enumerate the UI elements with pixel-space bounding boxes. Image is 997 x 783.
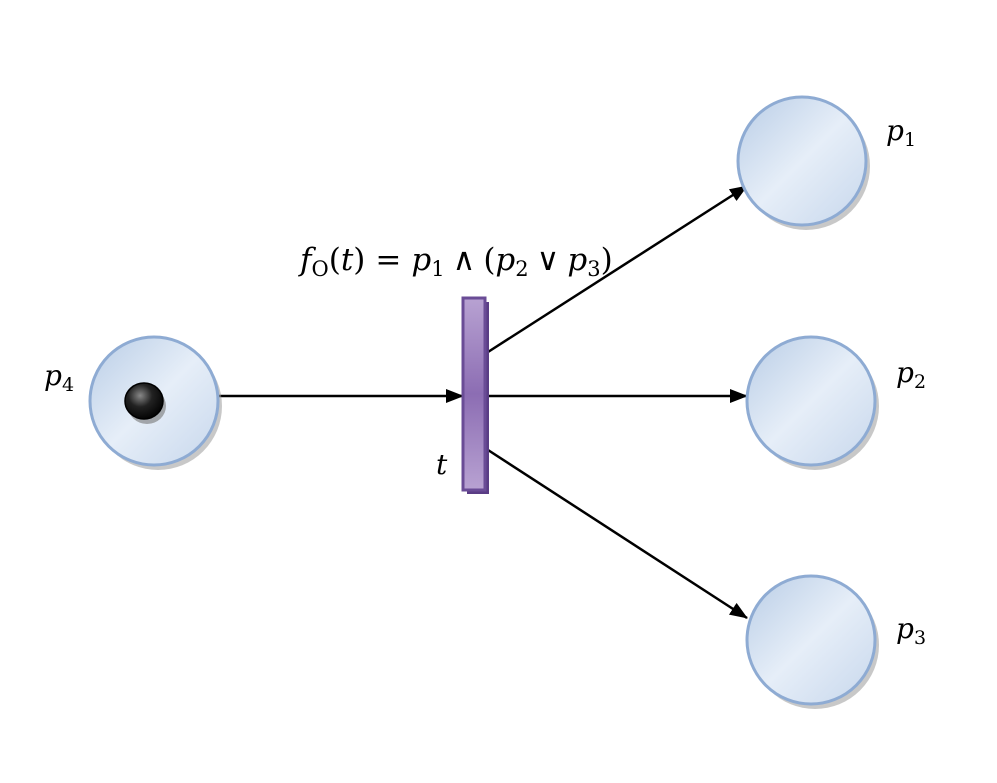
label-p4: p4 — [44, 359, 74, 396]
transition-bar[interactable] — [461, 296, 487, 492]
label-p3: p3 — [896, 612, 926, 649]
place-p2-circle[interactable] — [745, 335, 877, 467]
place-p3[interactable] — [745, 574, 879, 709]
transition-t[interactable] — [461, 296, 489, 494]
token — [124, 382, 166, 424]
place-p4[interactable] — [88, 335, 222, 470]
place-p2[interactable] — [745, 335, 879, 470]
arc-t-to-p3 — [487, 448, 748, 620]
label-p2: p2 — [896, 356, 926, 393]
place-p3-circle[interactable] — [745, 574, 877, 706]
formula: fO(t)=p1∧(p2∨p3) — [298, 242, 613, 281]
place-p1-circle[interactable] — [736, 95, 868, 227]
arc-t-to-p1 — [487, 184, 748, 354]
label-t: t — [436, 448, 448, 481]
label-p1: p1 — [886, 114, 916, 151]
place-p1[interactable] — [736, 95, 870, 230]
arcs — [218, 184, 748, 620]
